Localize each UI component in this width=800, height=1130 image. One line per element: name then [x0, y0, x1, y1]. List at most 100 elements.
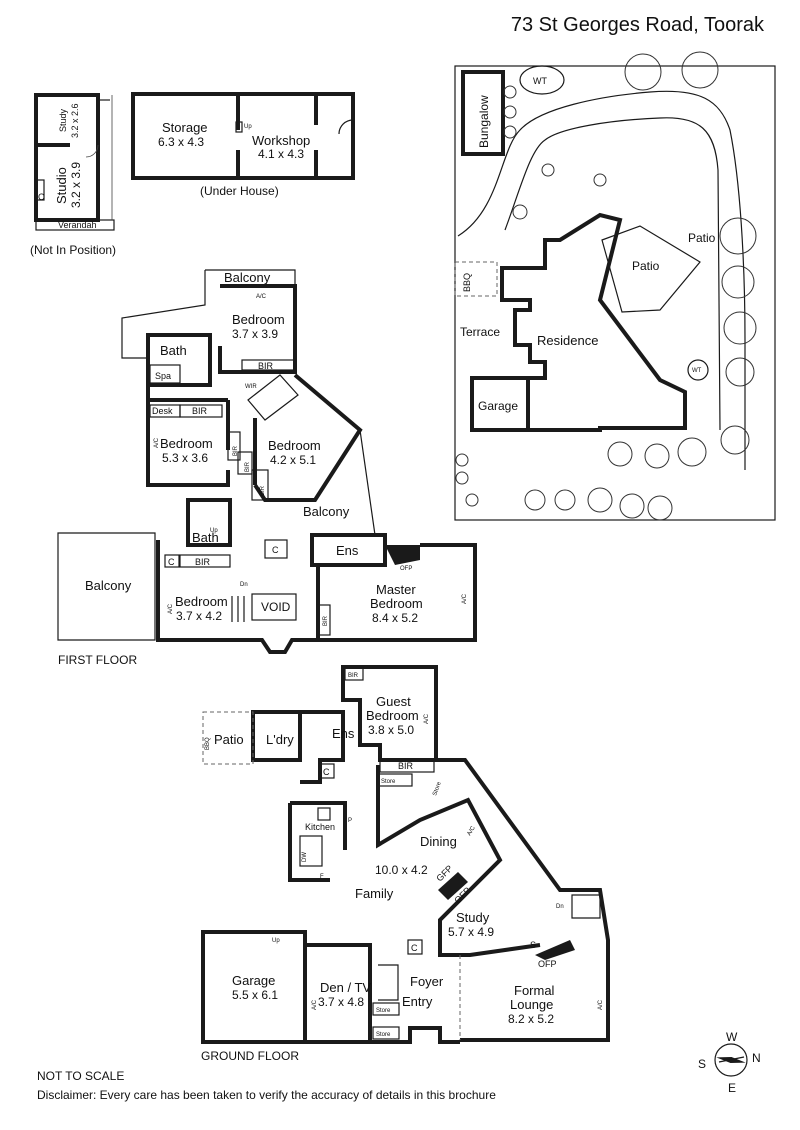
ff-bedroom-bottom-dims: 3.7 x 4.2	[176, 609, 222, 623]
ff-bir-top: BIR	[258, 361, 274, 371]
gf-ofp-lounge: OFP	[538, 959, 557, 969]
under-house-caption: (Under House)	[200, 184, 279, 198]
compass-rose: W N E S	[698, 1030, 761, 1095]
residence-label: Residence	[537, 333, 598, 348]
not-to-scale-label: NOT TO SCALE	[37, 1069, 125, 1083]
ff-bir-stack-2: BIR	[245, 461, 251, 472]
ff-ac-bottom: A/C	[168, 603, 174, 614]
gf-dw: DW	[302, 852, 308, 862]
ff-ens: Ens	[336, 543, 359, 558]
ff-bath-mid: Bath	[192, 530, 219, 545]
gf-study-dims: 5.7 x 4.9	[448, 925, 494, 939]
patio-large-label: Patio	[632, 259, 660, 273]
gf-foyer: Foyer	[410, 974, 444, 989]
gf-guest-name2: Bedroom	[366, 708, 419, 723]
gf-ac-lounge: A/C	[598, 999, 604, 1010]
gf-dining: Dining	[420, 834, 457, 849]
not-in-position-note: (Not In Position)	[30, 243, 116, 257]
gf-den-name: Den / TV	[320, 980, 371, 995]
storage-name: Storage	[162, 120, 208, 135]
terrace-label: Terrace	[460, 325, 500, 339]
first-floor-plan: Balcony A/C Bedroom 3.7 x 3.9 BIR Bath S…	[57, 269, 477, 667]
ff-desk: Desk	[152, 406, 173, 416]
gf-den-dims: 3.7 x 4.8	[318, 995, 364, 1009]
ff-bedroom-top-dims: 3.7 x 3.9	[232, 327, 278, 341]
ff-master-dims: 8.4 x 5.2	[372, 611, 418, 625]
water-tank-side: WT	[692, 368, 702, 374]
patio-small-label: Patio	[688, 231, 716, 245]
gf-ens: Ens	[332, 726, 355, 741]
gf-garage-name: Garage	[232, 973, 275, 988]
outbuilding-studio-dims: 3.2 x 3.9	[69, 162, 83, 208]
gf-ac-guest: A/C	[424, 713, 430, 724]
gf-c-study: C	[411, 943, 418, 953]
ff-spa: Spa	[155, 371, 171, 381]
ff-master-name2: Bedroom	[370, 596, 423, 611]
gf-c-ens: C	[323, 767, 330, 777]
gf-lounge-name2: Lounge	[510, 997, 553, 1012]
gf-p: P	[348, 818, 352, 824]
ff-up: Up	[210, 528, 218, 534]
gf-living-dims: 10.0 x 4.2	[375, 863, 428, 877]
ff-dn: Dn	[240, 582, 248, 588]
ff-c-bottom: C	[168, 557, 175, 567]
gf-ac-dining: A/C	[467, 825, 478, 837]
gf-lounge-dims: 8.2 x 5.2	[508, 1012, 554, 1026]
ff-bedroom-left-dims: 5.3 x 3.6	[162, 451, 208, 465]
ff-ac-left: A/C	[154, 437, 160, 448]
ff-balcony-mid: Balcony	[303, 504, 350, 519]
workshop-dims: 4.1 x 4.3	[258, 147, 304, 161]
gf-patio: Patio	[214, 732, 244, 747]
bungalow-label: Bungalow	[477, 95, 491, 148]
gf-kitchen: Kitchen	[305, 822, 335, 832]
ff-bedroom-right-name: Bedroom	[268, 438, 321, 453]
site-bbq-label: BBQ	[462, 273, 472, 292]
ff-c-label: C	[272, 545, 279, 555]
gf-ac-den: A/C	[312, 999, 318, 1010]
gf-dn: Dn	[556, 904, 564, 910]
ff-ac-top: A/C	[256, 294, 267, 300]
workshop-name: Workshop	[252, 133, 310, 148]
water-tank-top: WT	[533, 76, 547, 86]
gf-up: Up	[272, 938, 280, 944]
gf-store-entry-1: Store	[376, 1008, 391, 1014]
storage-dims: 6.3 x 4.3	[158, 135, 204, 149]
gf-store-angle: Store	[432, 781, 443, 797]
first-floor-caption: FIRST FLOOR	[58, 653, 137, 667]
gf-f: F	[320, 874, 324, 880]
gf-lounge-name1: Formal	[514, 983, 555, 998]
ground-floor-caption: GROUND FLOOR	[201, 1049, 299, 1063]
gf-bir-guest-top: BIR	[348, 673, 359, 679]
ff-master-name1: Master	[376, 582, 416, 597]
ff-balcony-top: Balcony	[224, 270, 271, 285]
gf-garage-dims: 5.5 x 6.1	[232, 988, 278, 1002]
gf-s: S	[530, 940, 536, 950]
ff-bir-bottom: BIR	[195, 557, 211, 567]
ground-floor-plan: BIR Guest Bedroom 3.8 x 5.0 A/C BIR Ens …	[201, 665, 610, 1063]
site-garage-label: Garage	[478, 399, 518, 413]
ff-bir-stack-1: BIR	[233, 445, 239, 456]
ff-bir-desk: BIR	[192, 406, 208, 416]
gf-laundry: L'dry	[266, 732, 294, 747]
ff-bir-stack-3: BIR	[260, 485, 266, 496]
compass-e: E	[728, 1081, 736, 1095]
verandah-label: Verandah	[58, 220, 97, 230]
ff-bir-master: BIR	[323, 615, 329, 626]
gf-entry: Entry	[402, 994, 433, 1009]
ff-bedroom-top-name: Bedroom	[232, 312, 285, 327]
outbuilding-cupboard: C	[38, 192, 45, 202]
gf-study-name: Study	[456, 910, 490, 925]
gf-family: Family	[355, 886, 394, 901]
ff-void: VOID	[261, 600, 291, 614]
ff-ac-master: A/C	[462, 593, 468, 604]
ff-ofp: OFP	[400, 566, 412, 572]
outbuilding-plan: Study 3.2 x 2.6 Studio 3.2 x 3.9 C Veran…	[30, 93, 116, 257]
ff-bath-top: Bath	[160, 343, 187, 358]
outbuilding-study-name: Study	[58, 108, 68, 132]
gf-bbq: BBQ	[205, 737, 211, 750]
gf-store-top: Store	[381, 779, 396, 785]
ff-balcony-left: Balcony	[85, 578, 132, 593]
compass-n: N	[752, 1051, 761, 1065]
ff-bedroom-bottom-name: Bedroom	[175, 594, 228, 609]
compass-w: W	[726, 1030, 738, 1044]
